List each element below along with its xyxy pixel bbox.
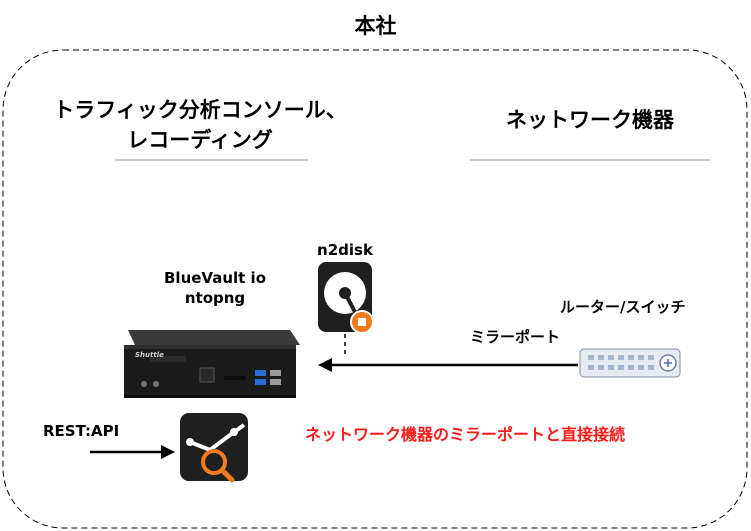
storage-label: n2disk (317, 241, 373, 259)
mini-pc-icon: Shuttle (124, 330, 300, 398)
right-region-title: ネットワーク機器 (506, 108, 674, 132)
appliance-label-line2: ntopng (184, 289, 246, 307)
appliance-label-line1: BlueVault io (164, 269, 266, 287)
rest-api-arrowhead (161, 445, 175, 459)
disk-icon (318, 262, 374, 334)
direct-connection-note: ネットワーク機器のミラーポートと直接接続 (305, 425, 626, 444)
left-region-title-line2: レコーディング (127, 128, 273, 152)
ntopng-analytics-icon (180, 413, 248, 483)
left-region-divider (115, 159, 308, 161)
right-region-divider (470, 159, 710, 161)
mirror-port-label: ミラーポート (470, 328, 561, 346)
rest-api-label: REST:API (43, 422, 120, 440)
left-region-title: トラフィック分析コンソール、 レコーディング (30, 95, 370, 155)
headquarters-boundary (2, 49, 748, 529)
left-region-title-line1: トラフィック分析コンソール、 (53, 98, 347, 122)
appliance-label: BlueVault io ntopng (150, 268, 280, 308)
network-switch-icon (579, 348, 681, 378)
headquarters-title: 本社 (354, 14, 397, 38)
shuttle-brand: Shuttle (135, 351, 164, 359)
switch-label: ルーター/スイッチ (560, 298, 686, 316)
mirror-port-arrowhead (318, 358, 332, 372)
